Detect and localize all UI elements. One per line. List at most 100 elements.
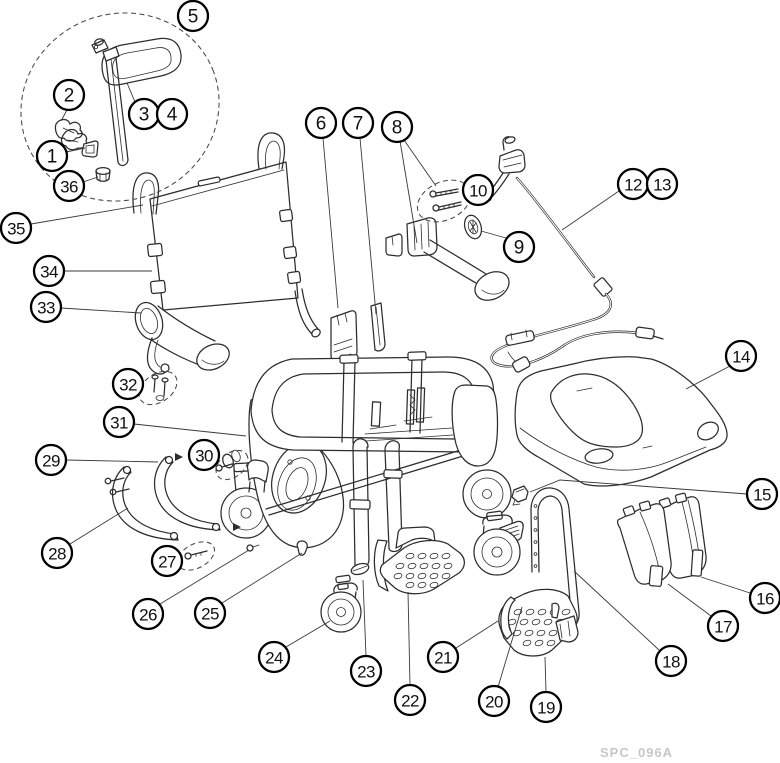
footplate-loose <box>498 588 579 657</box>
callout-5: 5 <box>176 0 210 33</box>
callout-2: 2 <box>52 78 86 112</box>
callout-17: 17 <box>706 609 740 643</box>
fork-part-31-area <box>246 459 269 493</box>
callout-7: 7 <box>341 106 375 140</box>
callout-number-28: 28 <box>48 545 66 564</box>
screw-27 <box>184 550 208 560</box>
leader-line-8 <box>399 140 418 244</box>
callout-number-5: 5 <box>188 7 199 28</box>
armrest-left <box>134 301 230 375</box>
callout-circle-33 <box>29 290 63 324</box>
cross-brace <box>265 439 497 516</box>
leader-line-2 <box>60 109 68 122</box>
group-ellipse-bolt-30 <box>215 449 249 481</box>
group-ellipse-screws-32 <box>138 370 178 406</box>
callout-35: 35 <box>0 211 33 245</box>
group-ellipse-screw-27 <box>176 541 216 571</box>
callout-circle-32 <box>111 367 145 401</box>
callout-number-33: 33 <box>37 299 55 318</box>
callout-19: 19 <box>529 690 563 724</box>
callout-number-12: 12 <box>624 176 642 195</box>
grouping-ellipses <box>20 12 472 571</box>
callout-number-2: 2 <box>64 86 75 107</box>
leader-line-26 <box>159 549 250 605</box>
callout-circle-19 <box>529 690 563 724</box>
callout-number-13: 13 <box>653 176 671 195</box>
callout-circle-17 <box>706 609 740 643</box>
footplate-frame-side <box>373 526 465 595</box>
callout-circle-9 <box>502 230 536 264</box>
callout-20: 20 <box>477 684 511 718</box>
callout-4: 4 <box>155 97 189 131</box>
callout-36: 36 <box>52 169 86 203</box>
callout-circle-31 <box>102 405 136 439</box>
callout-number-22: 22 <box>401 692 419 711</box>
brake-lever-cable <box>484 136 664 373</box>
group-ellipse-handle <box>20 12 220 202</box>
callout-circle-14 <box>724 339 758 373</box>
leader-line-20 <box>497 606 523 688</box>
callout-16: 16 <box>748 581 780 615</box>
backrest-hook-right <box>257 132 286 170</box>
callout-circle-5 <box>176 0 210 33</box>
leader-line-25 <box>221 552 303 604</box>
callout-circle-1 <box>35 139 69 173</box>
leader-line-18 <box>573 570 660 651</box>
callout-number-23: 23 <box>357 663 375 682</box>
footplate-22-perforations <box>393 552 453 589</box>
callout-circle-13 <box>645 167 679 201</box>
callout-number-17: 17 <box>714 618 732 637</box>
callout-circle-23 <box>349 654 383 688</box>
callout-34: 34 <box>32 254 66 288</box>
callout-10: 10 <box>461 173 495 207</box>
callout-circle-10 <box>461 173 495 207</box>
callout-circle-22 <box>393 683 427 717</box>
callout-number-9: 9 <box>514 238 525 259</box>
callout-number-25: 25 <box>201 605 219 624</box>
leader-line-1 <box>65 147 86 153</box>
callout-number-36: 36 <box>60 178 78 197</box>
callout-number-16: 16 <box>756 590 774 609</box>
handle-clamp <box>91 38 120 62</box>
callout-number-27: 27 <box>158 553 176 572</box>
leader-line-28 <box>69 507 129 545</box>
leader-line-35 <box>30 204 144 225</box>
callout-15: 15 <box>745 477 779 511</box>
callout-33: 33 <box>29 290 63 324</box>
callout-30: 30 <box>187 438 221 472</box>
main-frame <box>248 351 512 576</box>
leader-line-19 <box>544 656 547 693</box>
armrest-right-assembly <box>385 217 510 301</box>
callout-number-29: 29 <box>42 452 60 471</box>
callout-9: 9 <box>502 230 536 264</box>
callout-circle-26 <box>131 597 165 631</box>
callout-26: 26 <box>131 597 165 631</box>
callout-12: 12 <box>616 167 650 201</box>
callout-circle-2 <box>52 78 86 112</box>
callout-number-8: 8 <box>392 118 403 139</box>
cable-ferrule <box>635 326 655 340</box>
callout-number-7: 7 <box>353 114 364 135</box>
callout-number-18: 18 <box>662 653 680 672</box>
callout-circle-21 <box>426 640 460 674</box>
leader-line-23 <box>362 579 367 657</box>
callout-18: 18 <box>654 644 688 678</box>
backrest-post-left <box>341 360 356 444</box>
callout-23: 23 <box>349 654 383 688</box>
caster-part-24 <box>320 574 362 633</box>
wheel-guards <box>104 374 269 560</box>
callout-circle-24 <box>257 640 291 674</box>
callout-29: 29 <box>34 443 68 477</box>
callout-32: 32 <box>111 367 145 401</box>
callout-number-10: 10 <box>469 182 487 201</box>
callout-circle-7 <box>341 106 375 140</box>
callout-number-15: 15 <box>753 486 771 505</box>
callout-21: 21 <box>426 640 460 674</box>
disc-part-9 <box>463 214 483 240</box>
cable-end-cap <box>512 356 531 373</box>
callout-22: 22 <box>393 683 427 717</box>
nut-part-1 <box>81 140 99 158</box>
